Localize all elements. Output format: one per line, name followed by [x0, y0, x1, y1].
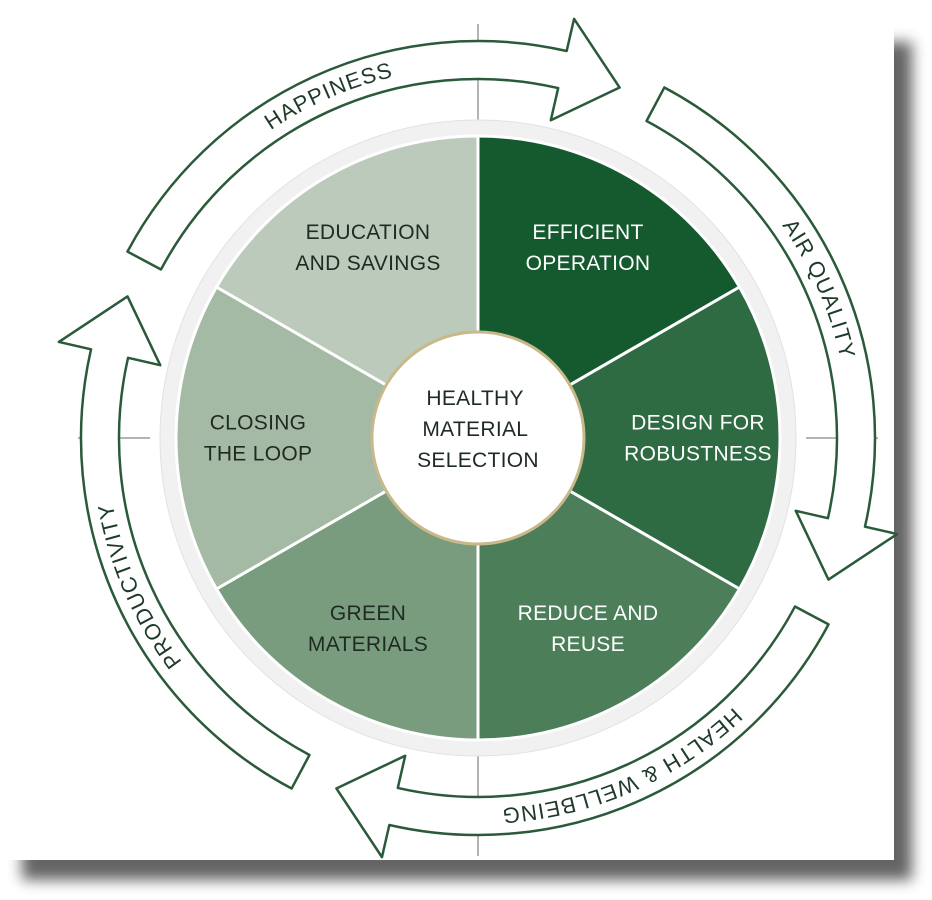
center-label-line-3: SELECTION	[417, 449, 539, 472]
segment-label-line: GREEN	[330, 602, 406, 625]
segment-label-reduce-and-reuse: REDUCE AND REUSE	[518, 602, 659, 656]
arrow-shape-air-quality	[645, 86, 899, 581]
segment-label-line: OPERATION	[526, 252, 651, 275]
segment-wedge-design-for-robustness	[474, 284, 782, 592]
segment-label-efficient-operation: EFFICIENT OPERATION	[526, 221, 651, 275]
center-circle	[370, 330, 586, 546]
segment-label-line: AND SAVINGS	[295, 252, 440, 275]
segment-label-line: ROBUSTNESS	[624, 443, 772, 466]
segment-label-line: REDUCE AND	[518, 602, 659, 625]
segment-label-line: EDUCATION	[306, 221, 431, 244]
segment-label-line: MATERIALS	[308, 633, 428, 656]
segment-label-line: EFFICIENT	[532, 221, 643, 244]
arrow-shape-health-wellbeing	[335, 605, 830, 859]
segment-design-for-robustness: DESIGN FOR ROBUSTNESS	[474, 284, 782, 592]
segment-wedge-closing-the-loop	[174, 284, 482, 592]
segment-label-line: CLOSING	[210, 412, 307, 435]
center-label: HEALTHY MATERIAL SELECTION	[417, 387, 539, 472]
segment-label-green-materials: GREEN MATERIALS	[308, 602, 428, 656]
arrow-shape-happiness	[126, 17, 621, 271]
center-label-line-1: HEALTHY	[426, 387, 523, 410]
segment-label-education-and-savings: EDUCATION AND SAVINGS	[295, 221, 440, 275]
center-hub: HEALTHY MATERIAL SELECTION	[370, 330, 586, 546]
segment-closing-the-loop: CLOSING THE LOOP	[174, 284, 482, 592]
segment-label-design-for-robustness: DESIGN FOR ROBUSTNESS	[624, 412, 772, 466]
segment-label-line: REUSE	[551, 633, 625, 656]
segment-label-line: THE LOOP	[204, 443, 313, 466]
segment-label-line: DESIGN FOR	[631, 412, 765, 435]
segment-label-closing-the-loop: CLOSING THE LOOP	[204, 412, 313, 466]
center-label-line-2: MATERIAL	[422, 418, 527, 441]
arrow-shape-productivity	[57, 295, 311, 790]
